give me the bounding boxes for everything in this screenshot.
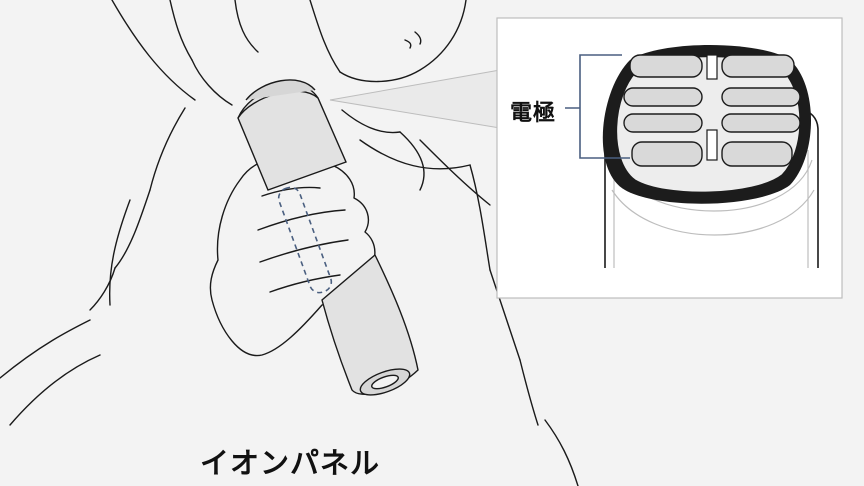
electrode-bracket bbox=[565, 54, 630, 159]
dashed-panel-outline bbox=[277, 186, 333, 294]
ion-panel-label: イオンパネル bbox=[200, 446, 381, 480]
electrode-label: 電極 bbox=[510, 101, 557, 126]
inset-panel bbox=[496, 17, 843, 299]
person-illustration bbox=[0, 0, 579, 486]
electrode-plate bbox=[602, 45, 811, 204]
device-illustration bbox=[237, 79, 419, 396]
hand-illustration bbox=[209, 153, 376, 357]
